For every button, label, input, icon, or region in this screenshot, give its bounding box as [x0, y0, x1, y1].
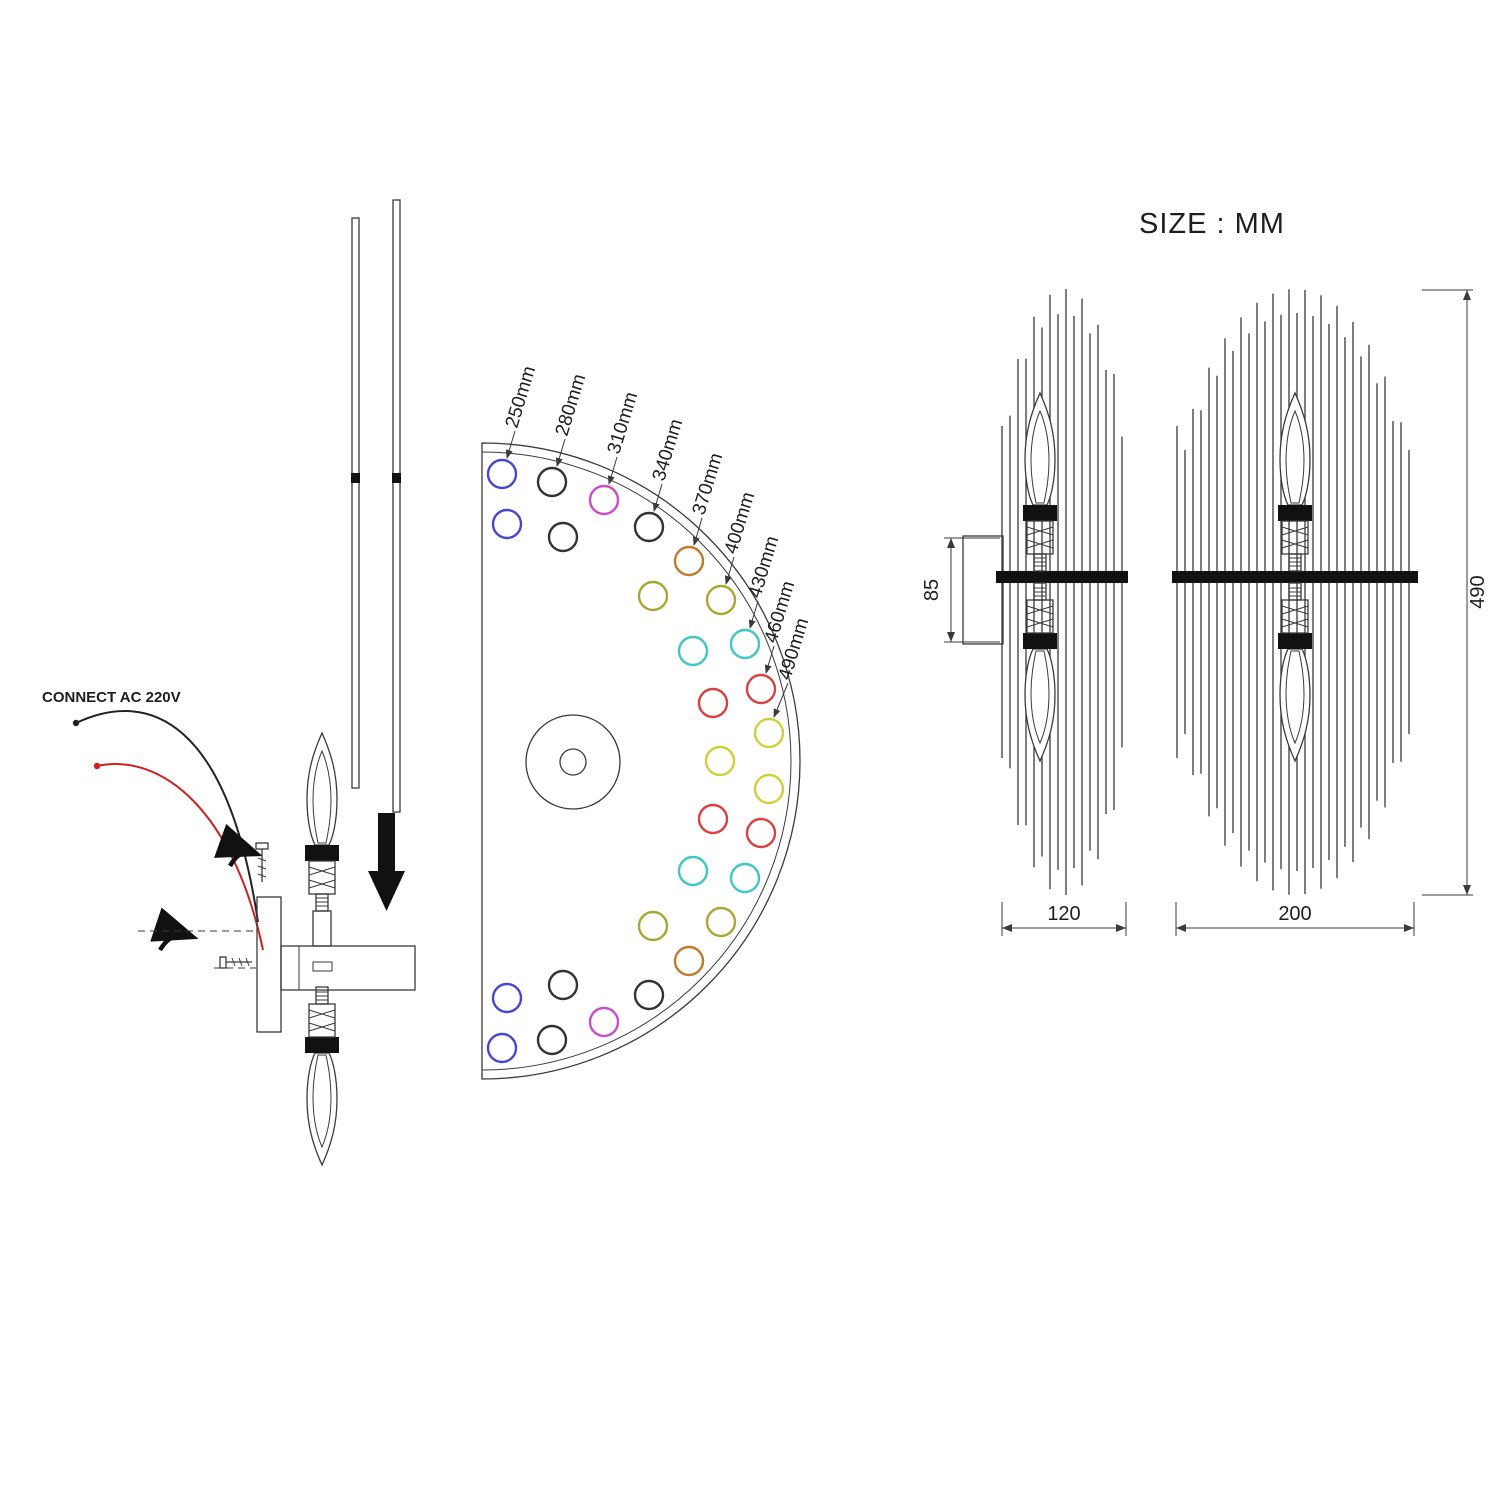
mount-bar [996, 571, 1128, 583]
rod-hole [697, 803, 729, 835]
candle-bulb-up [1022, 392, 1058, 572]
rod-hole [697, 687, 729, 719]
rod-hole [753, 773, 785, 805]
rod-hole [705, 584, 737, 616]
rod-length-label-250: 250mm [502, 364, 541, 431]
rod-hole [729, 862, 761, 894]
rod-length-label-310: 310mm [604, 390, 643, 457]
candle-bulb-up [1277, 392, 1313, 572]
leader-line [652, 483, 663, 512]
rod-hole [588, 484, 620, 516]
plate-inner-edge [481, 451, 792, 1071]
candle-bulb-up [304, 732, 340, 912]
candle-bulb-down [1022, 582, 1058, 762]
hole-grid [486, 458, 785, 1064]
dim-height: 490 [1467, 575, 1489, 608]
rod-hole [745, 817, 777, 849]
side-view [962, 289, 1128, 895]
size-units-title: SIZE : MM [1139, 208, 1285, 240]
leader-line [773, 682, 789, 718]
rod-hole [536, 466, 568, 498]
rod-hole [633, 979, 665, 1011]
leader-line [724, 556, 735, 585]
rod-layout-plate: 250mm 280mm 310mm 340mm 370mm 400mm 430m… [481, 364, 813, 1080]
rod-length-label-280: 280mm [552, 372, 591, 439]
rod-band [392, 473, 401, 483]
leader-line [748, 600, 759, 629]
rod-hole [491, 982, 523, 1014]
bulb-holder [312, 910, 332, 947]
dim-front-width: 200 [1278, 903, 1311, 925]
front-view [1172, 289, 1418, 895]
rod-hole [486, 1032, 518, 1064]
screw-side [219, 956, 252, 969]
candle-bulb-down [1277, 582, 1313, 762]
mount-bar [1172, 571, 1418, 583]
rod-hole [729, 628, 761, 660]
dimension-annotations: 85 120 200 490 [921, 289, 1489, 936]
rotate-arrow-icon [214, 823, 263, 868]
arm-slot [312, 961, 333, 972]
rod-length-label-340: 340mm [649, 417, 688, 484]
rod-hole [588, 1006, 620, 1038]
crystal-rod-loose [351, 217, 360, 789]
rod-length-label-370: 370mm [689, 451, 728, 518]
assembly-diagram: CONNECT AC 220V [42, 199, 416, 1166]
wall-plate-side [962, 535, 1004, 645]
front-rods [1176, 289, 1410, 895]
rod-hole [673, 545, 705, 577]
connect-ac-label: CONNECT AC 220V [42, 689, 181, 706]
insert-arrow [368, 813, 405, 911]
leader-line [555, 438, 566, 467]
dim-side-width: 120 [1047, 903, 1080, 925]
hub-circle [525, 714, 621, 810]
rod-hole [547, 521, 579, 553]
rod-hole [633, 511, 665, 543]
rod-hole [745, 673, 777, 705]
dim-plate-depth: 85 [921, 579, 943, 601]
side-rods [1001, 289, 1123, 895]
rod-length-label-400: 400mm [721, 490, 760, 557]
plate-outline [481, 442, 801, 1080]
rod-hole [673, 945, 705, 977]
hub-hole [559, 748, 587, 776]
rod-hole [753, 717, 785, 749]
rotate-arrow-icon [150, 907, 199, 952]
rod-hole [491, 508, 523, 540]
crystal-rod-loose [392, 199, 401, 813]
leader-line [764, 645, 775, 674]
screw-top [255, 842, 269, 882]
neutral-wire [75, 710, 259, 923]
rod-hole [486, 458, 518, 490]
rod-hole [704, 745, 736, 777]
candle-bulb-down [304, 986, 340, 1166]
rod-hole [677, 855, 709, 887]
rod-hole [637, 910, 669, 942]
wall-plate [256, 896, 282, 1033]
mount-arm [280, 945, 416, 991]
leader-line [692, 517, 703, 546]
rod-hole [547, 969, 579, 1001]
rod-band [351, 473, 360, 483]
live-wire [96, 763, 264, 951]
rod-hole [677, 635, 709, 667]
rod-hole [536, 1024, 568, 1056]
rod-hole [637, 580, 669, 612]
leader-line [505, 430, 516, 459]
leader-line [607, 456, 618, 485]
rod-hole [705, 906, 737, 938]
